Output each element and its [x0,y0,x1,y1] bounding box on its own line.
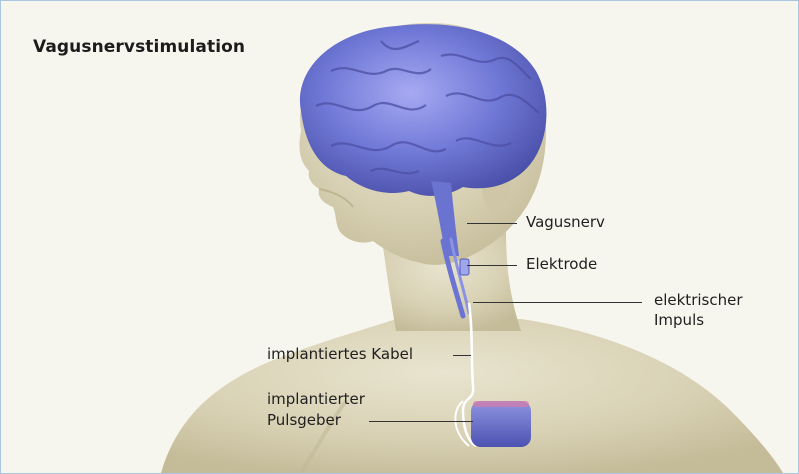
leader-impulse [473,302,642,303]
leader-vagus-nerve [467,223,517,224]
label-generator-line2: Pulsgeber [267,411,341,430]
label-cable: implantiertes Kabel [267,345,413,364]
label-vagus-nerve: Vagusnerv [526,213,605,232]
leader-generator [369,421,473,422]
label-impulse-line1: elektrischer [654,291,743,310]
label-generator-line1: implantierter [267,390,365,409]
diagram-title: Vagusnervstimulation [33,37,245,57]
electrode-shape [460,259,469,275]
pulse-generator [471,401,531,447]
label-impulse-line2: Impuls [654,311,704,330]
label-electrode: Elektrode [526,255,597,274]
leader-cable [453,355,471,356]
leader-electrode [467,265,517,266]
